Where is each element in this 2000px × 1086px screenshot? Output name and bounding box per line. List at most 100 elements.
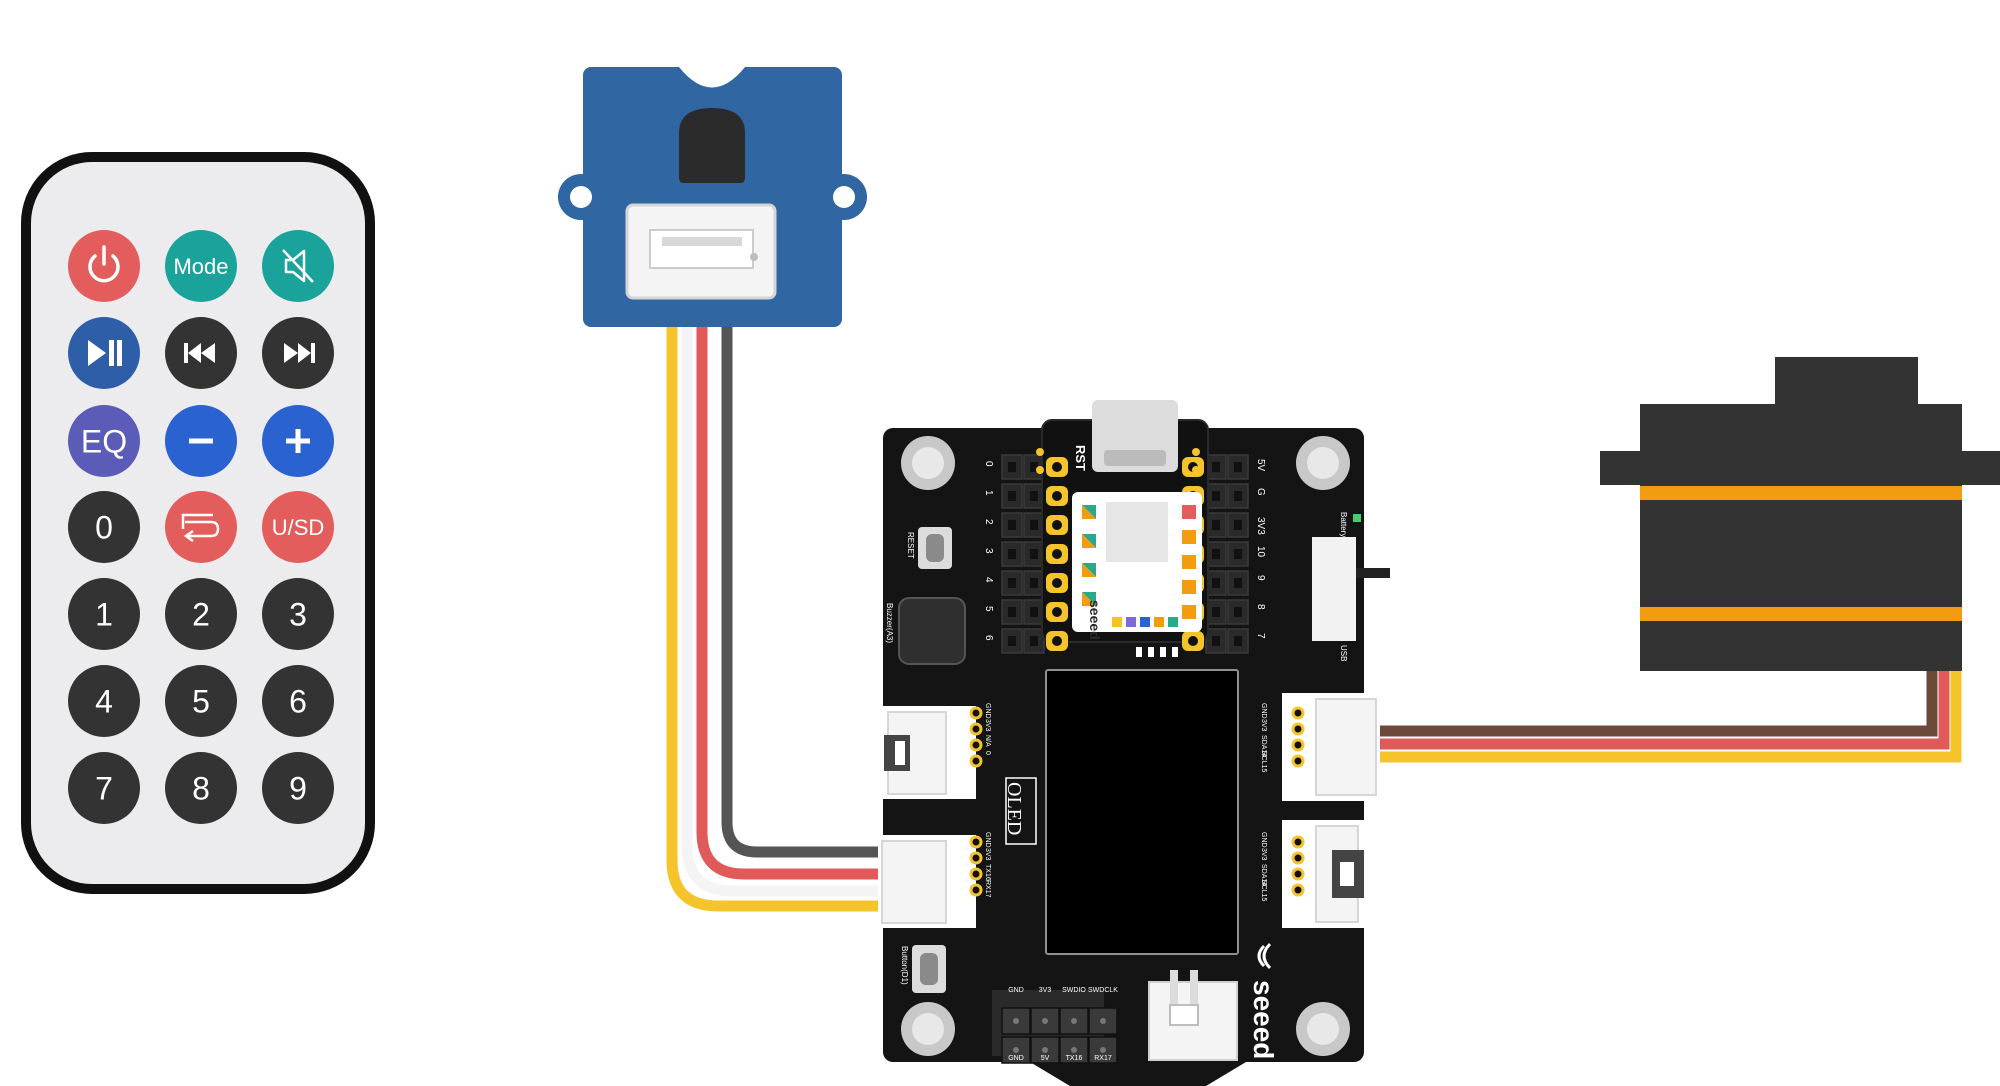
grove-pin-label: GND bbox=[1260, 703, 1267, 719]
red-wire bbox=[696, 290, 880, 880]
remote-button-0[interactable]: 0 bbox=[68, 491, 140, 563]
mount-hole bbox=[1307, 447, 1339, 479]
remote-button-2[interactable]: 2 bbox=[165, 578, 237, 650]
remote-button-label: 2 bbox=[192, 597, 210, 633]
remote-button-label: 9 bbox=[289, 771, 307, 807]
pin-label: 10 bbox=[1255, 546, 1266, 558]
remote-button-previous[interactable] bbox=[165, 317, 237, 389]
grove-pin bbox=[1291, 835, 1305, 849]
mount-hole bbox=[1307, 1013, 1339, 1045]
battery-connector bbox=[1148, 970, 1238, 1061]
oled-display bbox=[1045, 669, 1239, 955]
remote-button-1[interactable]: 1 bbox=[68, 578, 140, 650]
pin-label: 8 bbox=[1255, 604, 1266, 610]
remote-button-5[interactable]: 5 bbox=[165, 665, 237, 737]
grove-pin bbox=[969, 851, 983, 865]
grove-pin bbox=[969, 883, 983, 897]
pin-label: 5V bbox=[1255, 459, 1266, 472]
remote-button-eq[interactable]: EQ bbox=[68, 405, 140, 477]
remote-button-label: EQ bbox=[81, 424, 127, 460]
next-icon bbox=[284, 343, 315, 363]
mount-hole bbox=[912, 447, 944, 479]
yellow-wire bbox=[666, 290, 880, 912]
swd-label: 3V3 bbox=[1039, 987, 1052, 994]
grove-port-bottom-left[interactable] bbox=[878, 835, 976, 928]
remote-button-repeat[interactable] bbox=[165, 491, 237, 563]
grove-pin-label: 3V3 bbox=[1260, 848, 1267, 861]
remote-button-label: 5 bbox=[192, 684, 210, 720]
play-pause-icon bbox=[88, 340, 122, 366]
remote-button-next[interactable] bbox=[262, 317, 334, 389]
grove-pin-label: SCL15 bbox=[1260, 751, 1267, 773]
grove-pin-label: GND bbox=[1260, 832, 1267, 848]
rst-label: RST bbox=[1073, 445, 1088, 471]
remote-button-4[interactable]: 4 bbox=[68, 665, 140, 737]
grove-pin bbox=[1291, 722, 1305, 736]
grove-pin-label: SDA14 bbox=[1260, 864, 1267, 886]
grove-pin-label: GND bbox=[984, 832, 991, 848]
grove-pin bbox=[969, 835, 983, 849]
battery-label: Battery bbox=[1339, 512, 1348, 537]
grove-pin-label: GND bbox=[984, 703, 991, 719]
remote-button-minus[interactable] bbox=[165, 405, 237, 477]
mount-hole bbox=[912, 1013, 944, 1045]
minus-icon bbox=[189, 438, 213, 444]
remote-button-mute[interactable] bbox=[262, 230, 334, 302]
mount-hole bbox=[570, 186, 592, 208]
grove-pin-label: SDA14 bbox=[1260, 735, 1267, 757]
remote-button-play-pause[interactable] bbox=[68, 317, 140, 389]
red-servo-wire bbox=[1380, 660, 1950, 750]
buzzer-label: Buzzer(A3) bbox=[885, 603, 894, 643]
pin-label: 0 bbox=[983, 461, 994, 467]
grove-pin bbox=[969, 738, 983, 752]
remote-button-label: Mode bbox=[173, 254, 228, 279]
remote-button-label: 4 bbox=[95, 684, 113, 720]
remote-button-7[interactable]: 7 bbox=[68, 752, 140, 824]
seeed-brand: seeed bbox=[1248, 980, 1279, 1059]
grove-pin-label: SCL15 bbox=[1260, 880, 1267, 902]
remote-button-8[interactable]: 8 bbox=[165, 752, 237, 824]
pin-label: 3V3 bbox=[1255, 517, 1266, 535]
mount-hole bbox=[833, 186, 855, 208]
remote-button-label: 0 bbox=[95, 510, 113, 546]
remote-button-6[interactable]: 6 bbox=[262, 665, 334, 737]
pin-label: 3 bbox=[983, 548, 994, 554]
servo-stripe bbox=[1640, 486, 1962, 500]
grove-pin bbox=[1291, 851, 1305, 865]
swd-label: SWDCLK bbox=[1088, 987, 1118, 994]
xiao-brand: seeed bbox=[1087, 600, 1103, 640]
remote-button-power[interactable] bbox=[68, 230, 140, 302]
header-socket-right bbox=[1205, 454, 1249, 654]
remote-button-u-sd[interactable]: U/SD bbox=[262, 491, 334, 563]
mute-icon bbox=[282, 249, 314, 283]
grove-pin-label: 3V3 bbox=[984, 848, 991, 861]
grove-port-top-left bbox=[883, 706, 976, 799]
buzzer bbox=[898, 597, 966, 665]
servo-gear-housing bbox=[1775, 357, 1918, 407]
grove-pin bbox=[1291, 883, 1305, 897]
remote-button-plus[interactable] bbox=[262, 405, 334, 477]
yellow-servo-wire bbox=[1380, 660, 1962, 763]
remote-button-label: U/SD bbox=[272, 515, 325, 540]
swd-label: GND bbox=[1008, 987, 1024, 994]
grove-pin-label: 0 bbox=[984, 751, 991, 755]
grove-pin-label: 3V3 bbox=[1260, 719, 1267, 732]
remote-button-9[interactable]: 9 bbox=[262, 752, 334, 824]
remote-button-3[interactable]: 3 bbox=[262, 578, 334, 650]
button-label: Button(D1) bbox=[900, 946, 909, 985]
remote-button-mode[interactable]: Mode bbox=[165, 230, 237, 302]
grove-pin bbox=[1291, 706, 1305, 720]
oled-label: OLED bbox=[1003, 782, 1025, 835]
battery-switch[interactable] bbox=[1312, 537, 1356, 641]
swd-label: GND bbox=[1008, 1055, 1024, 1062]
grove-pin bbox=[1291, 867, 1305, 881]
xiao-color-legend bbox=[1082, 505, 1196, 627]
